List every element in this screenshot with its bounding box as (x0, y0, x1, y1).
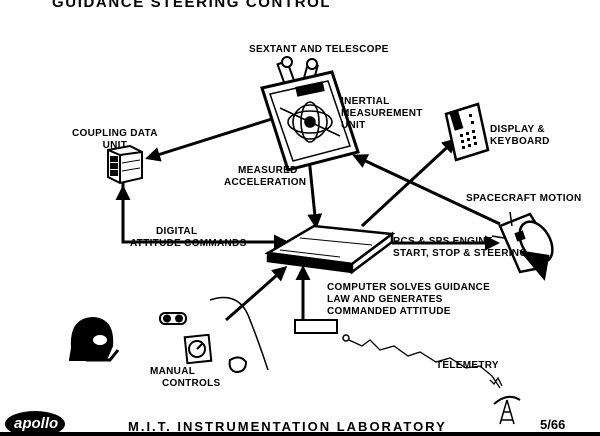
spacecraft-icon (491, 211, 554, 281)
arrow-manual-to-computer (225, 266, 288, 322)
footer-code: 5/66 (540, 417, 566, 432)
astronaut-icon (68, 316, 120, 362)
display-keyboard-icon (444, 102, 490, 162)
apollo-logo (5, 411, 65, 436)
label-sextant: SEXTANT AND TELESCOPE (249, 44, 389, 55)
label-display: DISPLAY &KEYBOARD (490, 124, 550, 147)
manual-controls-icon (159, 296, 269, 374)
arrow-imu-to-cdu (145, 116, 276, 162)
telemetry-icon (294, 319, 521, 425)
footer-logo-text: apollo (14, 415, 59, 432)
computer-icon (264, 224, 396, 275)
coupling-data-unit-icon (107, 144, 143, 185)
diagram-title: GUIDANCE STEERING CONTROL (52, 0, 332, 11)
footer-lab: M.I.T. INSTRUMENTATION LABORATORY (128, 419, 447, 434)
gyro-gimbal-icon (279, 101, 341, 143)
label-spacecraft-motion: SPACECRAFT MOTION (466, 193, 582, 204)
arrow-spacecraft-to-imu (352, 154, 501, 226)
label-telemetry: TELEMETRY (436, 360, 499, 371)
arrow-computer-to-display (360, 137, 458, 228)
footer-rule (0, 411, 600, 436)
imu-assembly (260, 56, 360, 172)
